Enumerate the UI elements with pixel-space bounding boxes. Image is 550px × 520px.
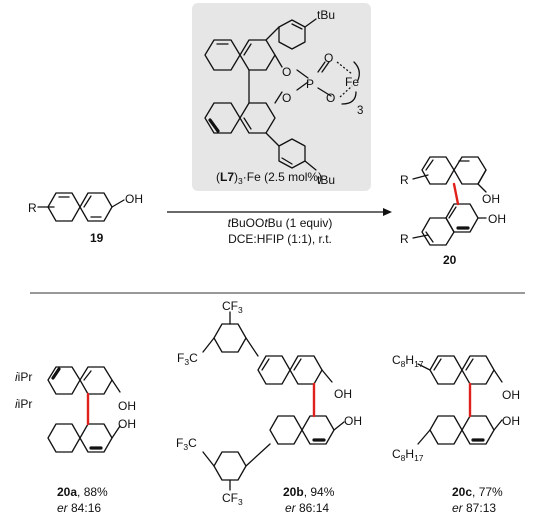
substrate-oh-label: OH — [125, 192, 143, 206]
example-20b-structure — [202, 311, 345, 491]
condition-oxidant: tBuOOtBu (1 equiv) — [228, 216, 333, 230]
example-20b-cf3-left: F3C — [177, 351, 198, 367]
substrate-structure — [37, 192, 125, 222]
iron-label: Fe — [345, 75, 359, 89]
tbu-top-label: tBu — [317, 8, 335, 22]
condition-solvent: DCE:HFIP (1:1), r.t. — [228, 232, 332, 246]
catalyst-structure — [204, 18, 360, 171]
product-r-bottom: R — [400, 232, 409, 246]
example-20b-er: er 86:14 — [285, 501, 329, 515]
product-structure — [412, 156, 487, 246]
product-id: 20 — [443, 253, 457, 267]
example-20b-oh-top: OH — [334, 387, 352, 401]
example-20c-chain-bottom: C8H17 — [392, 447, 424, 463]
example-20c-chain-top: C8H17 — [392, 353, 424, 369]
substrate-r-label: R — [28, 201, 37, 215]
example-20c-oh-top: OH — [502, 388, 520, 402]
example-20b-caption: 20b, 94% — [283, 485, 335, 499]
example-20b-cf3-top: CF3 — [222, 299, 243, 315]
oxygen-label: O — [282, 65, 291, 79]
catalyst-label: (L7)3·Fe (2.5 mol%) — [216, 170, 322, 186]
tbu-bottom-label: tBu — [317, 173, 335, 187]
ligand-count: 3 — [357, 105, 363, 117]
example-20a-structure — [47, 366, 121, 453]
arrow-head — [383, 208, 392, 216]
oxygen-label: O — [326, 91, 335, 105]
example-20c-er: er 87:13 — [452, 501, 496, 515]
example-20a-oh-top: OH — [118, 399, 136, 413]
example-20a-caption: 20a, 88% — [57, 485, 108, 499]
phosphorus-label: P — [306, 77, 314, 91]
example-20b-cf3-bottom: CF3 — [222, 491, 243, 507]
substrate-id: 19 — [90, 231, 104, 245]
example-20b-cf3-lower-left: F3C — [176, 436, 197, 452]
example-20c-oh-bottom: OH — [502, 414, 520, 428]
product-r-top: R — [400, 173, 409, 187]
example-20c-caption: 20c, 77% — [452, 485, 503, 499]
example-20a-er: er 84:16 — [57, 501, 101, 515]
example-20c-structure — [417, 355, 503, 445]
product-oh-top: OH — [482, 192, 500, 206]
example-20a-oh-bottom: OH — [118, 417, 136, 431]
product-oh-bottom: OH — [488, 212, 506, 226]
example-20b-oh-bottom: OH — [344, 414, 362, 428]
oxygen-label: O — [282, 91, 291, 105]
example-20a-ipr-bottom: iiPr — [15, 397, 32, 411]
oxygen-label: O — [324, 51, 333, 65]
example-20a-ipr-top: iiPr — [15, 370, 32, 384]
